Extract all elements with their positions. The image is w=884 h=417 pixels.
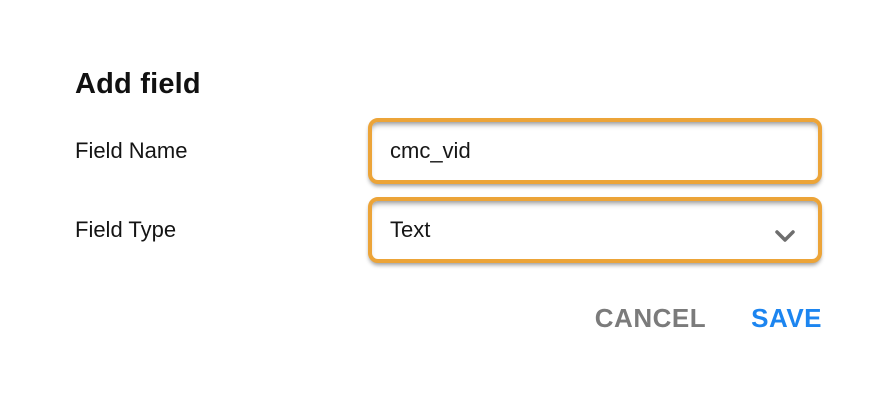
dialog-actions: CANCEL SAVE: [75, 303, 822, 333]
field-type-label: Field Type: [75, 217, 177, 242]
field-name-input[interactable]: [368, 118, 822, 184]
cancel-button[interactable]: CANCEL: [594, 303, 707, 333]
field-type-row: Field Type Text: [75, 197, 822, 263]
chevron-down-icon: [774, 223, 796, 242]
page-title: Add field: [75, 68, 201, 100]
field-type-select[interactable]: Text: [368, 197, 822, 263]
save-button[interactable]: SAVE: [751, 303, 822, 333]
field-name-row: Field Name: [75, 118, 822, 184]
add-field-dialog: Add field Field Name Field Type Text CAN…: [75, 68, 822, 333]
field-name-label: Field Name: [75, 138, 188, 163]
field-type-selected-value: Text: [390, 217, 431, 242]
